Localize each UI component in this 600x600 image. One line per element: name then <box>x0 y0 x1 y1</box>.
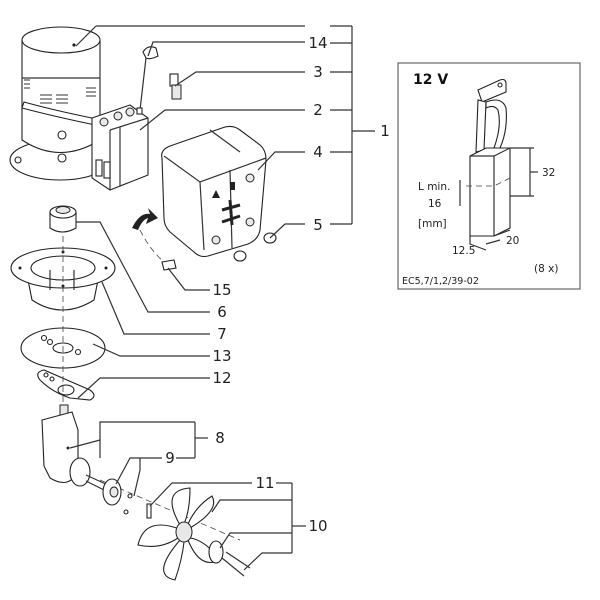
coupling-part-6 <box>49 205 77 233</box>
electric-motor <box>9 26 113 181</box>
part-code: EC5,7/1,2/39-02 <box>402 276 479 287</box>
unit-label: [mm] <box>418 218 447 230</box>
callout-5: 5 <box>313 216 323 234</box>
fan-part-10 <box>137 487 251 581</box>
lmin-label: L min. <box>418 181 450 193</box>
callout-8: 8 <box>215 429 225 447</box>
callout-11: 11 <box>255 474 274 492</box>
clip-part-3 <box>169 73 182 100</box>
callout-14: 14 <box>308 34 327 52</box>
lmin-value: 16 <box>428 198 442 210</box>
callout-6: 6 <box>217 303 227 321</box>
callout-12: 12 <box>212 369 231 387</box>
callout-9: 9 <box>165 449 175 467</box>
cover-part-4 <box>161 125 267 258</box>
contactor-block <box>91 104 149 191</box>
callout-4: 4 <box>313 143 323 161</box>
leader-lines <box>69 25 375 571</box>
callout-13: 13 <box>212 347 231 365</box>
dim-height: 32 <box>542 167 555 179</box>
callout-15: 15 <box>212 281 231 299</box>
key-part-11 <box>146 503 152 519</box>
cable-part-14 <box>136 46 159 115</box>
gearbox-part-8 <box>41 404 91 487</box>
hub-part-9 <box>102 478 133 515</box>
quantity-label: (8 x) <box>534 263 558 275</box>
callout-1: 1 <box>380 122 390 140</box>
dim-depth: 20 <box>506 235 519 247</box>
rotation-arrow <box>132 208 165 263</box>
dim-width: 12.5 <box>452 245 475 257</box>
callout-10: 10 <box>308 517 327 535</box>
callout-2: 2 <box>313 101 323 119</box>
callout-3: 3 <box>313 63 323 81</box>
inset-title: 12 V <box>413 72 448 88</box>
gasket-part-12 <box>37 369 95 401</box>
fuse-part-15 <box>161 259 177 271</box>
carbon-brush-inset: 12 V 32 L min. 16 [mm] 12.5 20 (8 x) EC5… <box>397 62 581 290</box>
callout-7: 7 <box>217 325 227 343</box>
